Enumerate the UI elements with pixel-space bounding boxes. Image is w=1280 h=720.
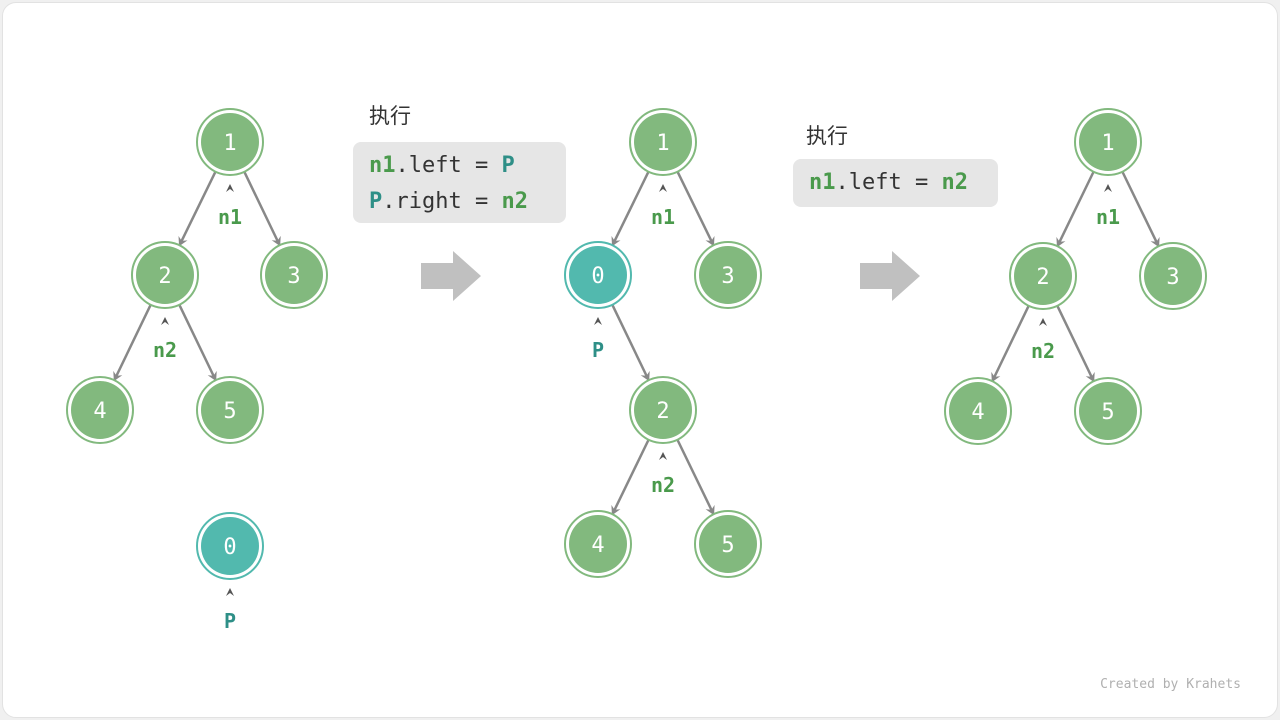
node-value: 2 — [158, 264, 171, 289]
node-value: 3 — [287, 264, 300, 289]
pointer-label: n2 — [153, 338, 177, 362]
step-2-label: 执行 — [806, 124, 848, 148]
pointer-label: n2 — [651, 473, 675, 497]
pointer-label: P — [592, 338, 604, 362]
pointer-label: n1 — [218, 205, 242, 229]
pointer-n1: n1 — [1096, 184, 1120, 229]
tree-node-5: 5 — [694, 510, 762, 578]
pointer-n1: n1 — [218, 184, 242, 229]
node-value: 4 — [93, 399, 106, 424]
tree-node-1: 1 — [1074, 108, 1142, 176]
tree-node-4: 4 — [564, 510, 632, 578]
pointer-label: P — [224, 609, 236, 633]
code-token: P — [501, 153, 515, 178]
node-value: 0 — [223, 535, 236, 560]
tree-edge — [611, 437, 651, 516]
tree-edge — [675, 169, 715, 247]
pointer-label: n1 — [1096, 205, 1120, 229]
node-value: 5 — [223, 399, 236, 424]
pointer-arrow-icon — [594, 317, 602, 325]
tree-node-0: 0 — [564, 241, 632, 309]
node-value: 5 — [721, 533, 734, 558]
node-value: 4 — [591, 533, 604, 558]
code-token: n2 — [941, 170, 968, 195]
node-value: 2 — [656, 399, 669, 424]
node-value: 2 — [1036, 265, 1049, 290]
tree-edge — [1055, 303, 1095, 383]
pointer-arrow-icon — [659, 184, 667, 192]
node-value: 1 — [223, 131, 236, 156]
tree-node-2: 2 — [629, 376, 697, 444]
tree-node-0: 0 — [196, 512, 264, 580]
pointer-P: P — [592, 317, 604, 362]
pointer-arrow-icon — [161, 317, 169, 325]
tree-node-3: 3 — [1139, 242, 1207, 310]
node-value: 0 — [591, 264, 604, 289]
tree-node-2: 2 — [1009, 242, 1077, 310]
tree-edge — [991, 303, 1031, 383]
node-value: 4 — [971, 400, 984, 425]
node-value: 5 — [1101, 400, 1114, 425]
pointer-arrow-icon — [1039, 318, 1047, 326]
step-1-label: 执行 — [369, 104, 411, 128]
tree-edge — [1056, 169, 1096, 248]
tree-edge — [242, 169, 281, 247]
tree-node-3: 3 — [260, 241, 328, 309]
tree-node-2: 2 — [131, 241, 199, 309]
node-value: 1 — [1101, 131, 1114, 156]
code-token: P — [369, 189, 383, 214]
step-2-code: n1.left = n2 — [793, 159, 998, 207]
pointer-label: n2 — [1031, 339, 1055, 363]
pointer-n1: n1 — [651, 184, 675, 229]
pointer-n2: n2 — [153, 317, 177, 362]
code-line: P.right = n2 — [369, 184, 550, 220]
tree-node-5: 5 — [1074, 377, 1142, 445]
pointer-P: P — [224, 588, 236, 633]
code-token: n1 — [369, 153, 396, 178]
credit-text: Created by Krahets — [1100, 677, 1241, 692]
tree-node-1: 1 — [196, 108, 264, 176]
tree-node-4: 4 — [66, 376, 134, 444]
node-value: 1 — [656, 131, 669, 156]
code-line: n1.left = P — [369, 148, 550, 184]
pointer-n2: n2 — [1031, 318, 1055, 363]
tree-node-4: 4 — [944, 377, 1012, 445]
tree-edge — [177, 302, 217, 382]
pointer-label: n1 — [651, 205, 675, 229]
tree-edge — [1120, 169, 1160, 248]
tree-edge — [178, 169, 218, 247]
tree-node-5: 5 — [196, 376, 264, 444]
code-token: n2 — [501, 189, 528, 214]
tree-edge — [113, 302, 153, 382]
pointer-arrow-icon — [226, 588, 234, 596]
tree-edge — [610, 302, 650, 382]
step-arrow-icon — [421, 251, 481, 301]
tree-node-1: 1 — [629, 108, 697, 176]
step-arrow-icon — [860, 251, 920, 301]
node-value: 3 — [721, 264, 734, 289]
tree-edge — [675, 437, 715, 516]
tree-node-3: 3 — [694, 241, 762, 309]
pointer-arrow-icon — [659, 452, 667, 460]
pointer-n2: n2 — [651, 452, 675, 497]
pointer-arrow-icon — [1104, 184, 1112, 192]
pointer-arrow-icon — [226, 184, 234, 192]
code-token: .right = — [382, 189, 502, 214]
tree-edge — [611, 169, 651, 247]
code-token: .left = — [835, 170, 942, 195]
code-token: n1 — [809, 170, 836, 195]
node-value: 3 — [1166, 265, 1179, 290]
code-line: n1.left = n2 — [809, 165, 982, 201]
code-token: .left = — [395, 153, 502, 178]
